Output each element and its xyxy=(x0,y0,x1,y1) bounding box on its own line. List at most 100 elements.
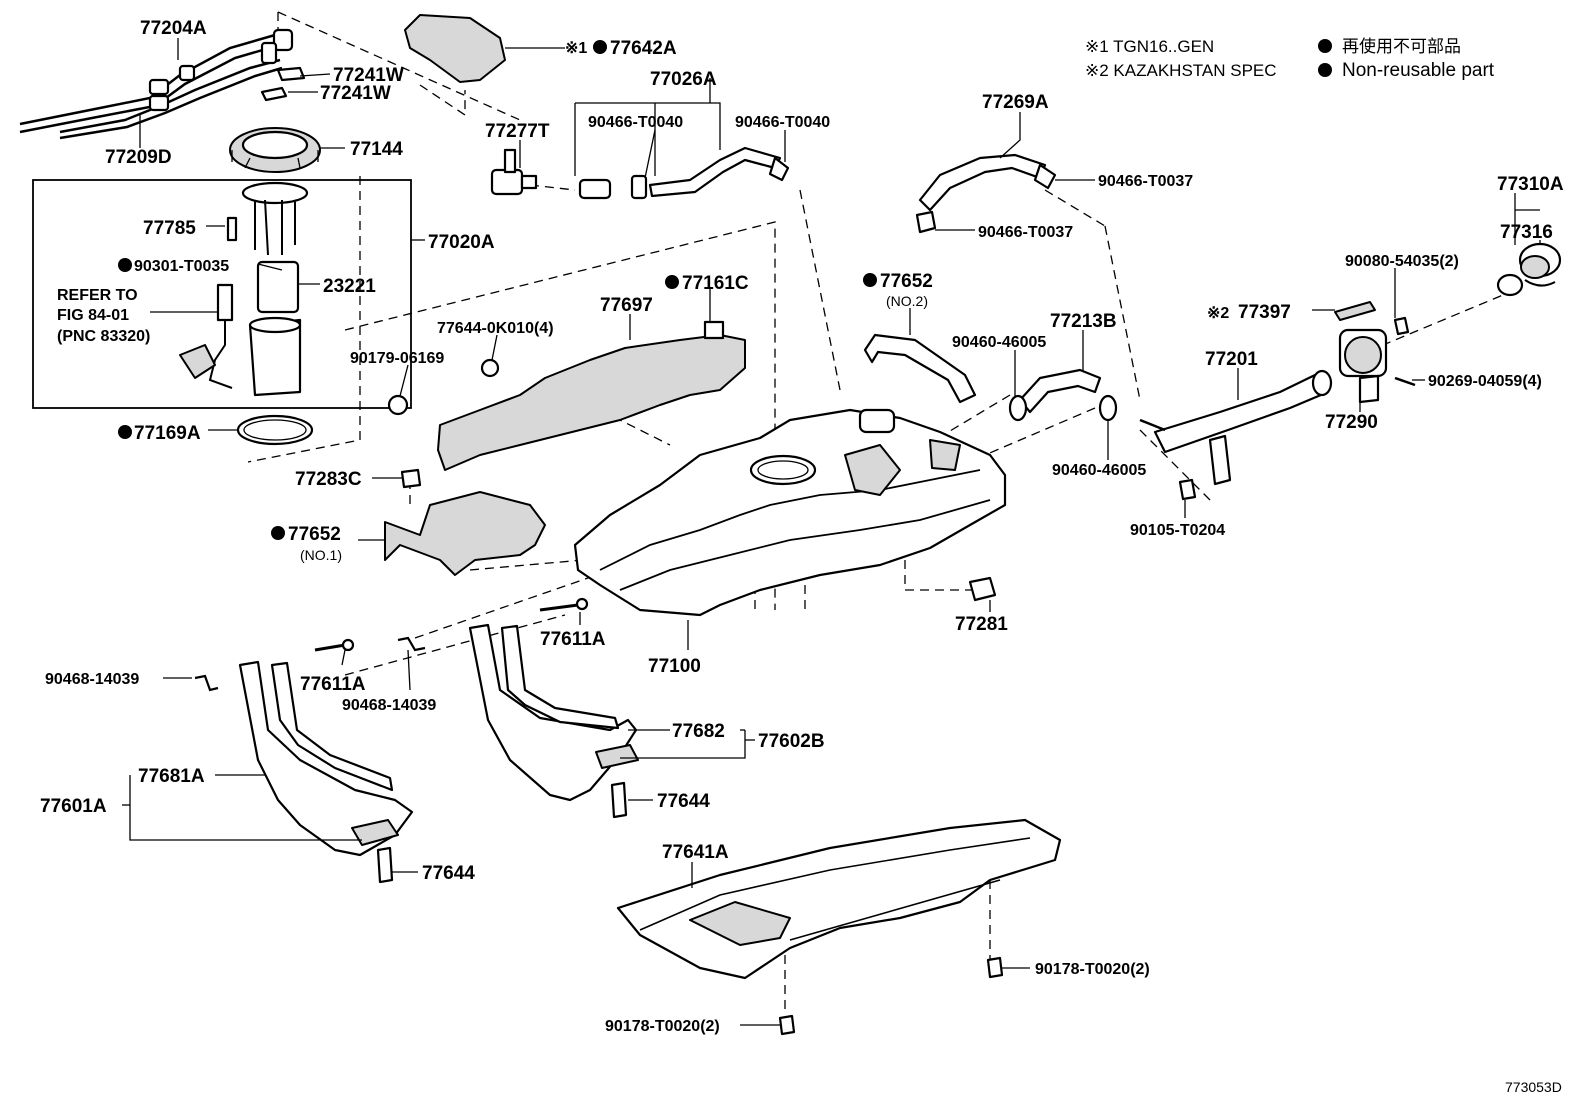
part-label-90269-04059[interactable]: 90269-04059(4) xyxy=(1428,373,1542,390)
part-sub-label-no1: (NO.1) xyxy=(300,547,342,563)
bolt-icon xyxy=(376,846,394,884)
part-label-90080-54035[interactable]: 90080-54035(2) xyxy=(1345,253,1459,270)
part-label-90468-14039-b[interactable]: 90468-14039 xyxy=(342,697,436,714)
part-label-90460-46005-b[interactable]: 90460-46005 xyxy=(1052,462,1146,479)
part-label-90468-14039-a[interactable]: 90468-14039 xyxy=(45,671,139,688)
part-label-77652-no2[interactable]: 77652 xyxy=(880,271,933,292)
part-label-77641A[interactable]: 77641A xyxy=(662,842,729,863)
screw-icon xyxy=(1393,316,1410,336)
breather-hose-icon xyxy=(918,153,1047,212)
part-label-77144[interactable]: 77144 xyxy=(350,139,403,160)
part-label-90105-T0204[interactable]: 90105-T0204 xyxy=(1130,522,1225,539)
figure-id: 773053D xyxy=(1505,1079,1562,1095)
part-label-77652-no1[interactable]: 77652 xyxy=(288,524,341,545)
refer-to-line-1: REFER TO xyxy=(57,287,138,304)
part-label-23221[interactable]: 23221 xyxy=(323,276,376,297)
note-2: ※2 KAZAKHSTAN SPEC xyxy=(1085,61,1277,80)
part-label-77682[interactable]: 77682 xyxy=(672,721,725,742)
part-label-77316[interactable]: 77316 xyxy=(1500,222,1553,243)
fuel-pump-cover-icon xyxy=(404,14,506,83)
clip-icon xyxy=(276,66,306,82)
part-label-90466-T0037-a[interactable]: 90466-T0037 xyxy=(1098,173,1193,190)
parts-illustrations xyxy=(19,14,1562,1036)
part-label-77209D[interactable]: 77209D xyxy=(105,147,172,168)
part-label-77290[interactable]: 77290 xyxy=(1325,412,1378,433)
part-label-77601A[interactable]: 77601A xyxy=(40,796,107,817)
part-label-77611A-b[interactable]: 77611A xyxy=(300,674,366,695)
non-reusable-dot-icon xyxy=(1318,39,1332,53)
skid-plate-icon xyxy=(616,818,1062,980)
clip-icon xyxy=(260,86,288,102)
refer-to-line-3: (PNC 83320) xyxy=(57,328,150,345)
part-label-77283C[interactable]: 77283C xyxy=(295,469,362,490)
part-label-77642A[interactable]: 77642A xyxy=(610,38,677,59)
note-1: ※1 TGN16..GEN xyxy=(1085,37,1214,56)
part-label-77161C[interactable]: 77161C xyxy=(682,273,749,294)
refer-to-line-2: FIG 84-01 xyxy=(57,307,129,324)
part-label-90460-46005-a[interactable]: 90460-46005 xyxy=(952,334,1046,351)
part-label-77020A[interactable]: 77020A xyxy=(428,232,495,253)
non-reusable-dot-icon xyxy=(118,258,132,272)
part-label-77397[interactable]: 77397 xyxy=(1238,302,1291,323)
part-label-77281[interactable]: 77281 xyxy=(955,614,1008,635)
part-label-77644-a[interactable]: 77644 xyxy=(657,791,710,812)
non-reusable-dot-icon xyxy=(1318,63,1332,77)
part-label-90178-T0020-a[interactable]: 90178-T0020(2) xyxy=(1035,961,1150,978)
spec-mark-1: ※1 xyxy=(565,40,587,57)
clip-icon xyxy=(387,394,409,416)
fuel-tank-protector-icon xyxy=(863,333,977,404)
fitting-icon xyxy=(400,468,422,489)
part-label-77169A[interactable]: 77169A xyxy=(134,423,201,444)
part-label-77201[interactable]: 77201 xyxy=(1205,349,1258,370)
part-label-77213B[interactable]: 77213B xyxy=(1050,311,1117,332)
clip-icon xyxy=(480,358,500,378)
non-reusable-dot-icon xyxy=(665,275,679,289)
filler-housing-icon xyxy=(1338,328,1388,404)
fuel-tank-protector-icon xyxy=(384,491,546,576)
part-sub-label-no2: (NO.2) xyxy=(886,293,928,309)
part-number-labels: 77204A 77241W 77241W 77209D 77144 77020A… xyxy=(40,18,1564,1035)
part-label-77785[interactable]: 77785 xyxy=(143,218,196,239)
leader-lines xyxy=(122,38,1541,1026)
check-valve-icon xyxy=(490,148,538,196)
part-label-90178-T0020-b[interactable]: 90178-T0020(2) xyxy=(605,1018,720,1035)
caution-label-icon xyxy=(1334,301,1376,321)
part-label-77310A[interactable]: 77310A xyxy=(1497,174,1564,195)
part-label-77204A[interactable]: 77204A xyxy=(140,18,207,39)
sender-gauge-icon xyxy=(179,283,234,389)
part-label-77681A[interactable]: 77681A xyxy=(138,766,205,787)
legend-jp: 再使用不可部品 xyxy=(1342,36,1461,56)
part-label-90466-T0040-b[interactable]: 90466-T0040 xyxy=(735,114,830,131)
nut-icon xyxy=(778,1014,796,1036)
retainer-ring-icon xyxy=(229,127,321,173)
part-label-77241W-a[interactable]: 77241W xyxy=(333,65,404,86)
legend-en: Non-reusable part xyxy=(1342,60,1495,81)
part-label-90466-T0040-a[interactable]: 90466-T0040 xyxy=(588,114,683,131)
clip-icon xyxy=(703,320,725,340)
part-label-77602B[interactable]: 77602B xyxy=(758,731,825,752)
spec-mark-2: ※2 xyxy=(1207,305,1229,322)
part-label-77269A[interactable]: 77269A xyxy=(982,92,1049,113)
part-label-77697[interactable]: 77697 xyxy=(600,295,653,316)
part-label-90301-T0035[interactable]: 90301-T0035 xyxy=(134,258,229,275)
part-label-77277T[interactable]: 77277T xyxy=(485,121,550,142)
part-label-77611A-a[interactable]: 77611A xyxy=(540,629,606,650)
nut-icon xyxy=(986,956,1004,979)
part-label-77026A[interactable]: 77026A xyxy=(650,69,717,90)
part-label-77241W-b[interactable]: 77241W xyxy=(320,83,391,104)
fuel-tank-icon xyxy=(573,408,1007,617)
part-label-77100[interactable]: 77100 xyxy=(648,656,701,677)
part-label-77644-b[interactable]: 77644 xyxy=(422,863,475,884)
fuel-cap-icon xyxy=(1496,242,1562,297)
part-label-90179-06169[interactable]: 90179-06169 xyxy=(350,350,444,367)
heat-insulator-icon xyxy=(437,334,746,471)
part-label-90466-T0037-b[interactable]: 90466-T0037 xyxy=(978,224,1073,241)
non-reusable-dot-icon xyxy=(863,273,877,287)
fitting-icon xyxy=(968,576,997,602)
fuel-tank-band-icon xyxy=(238,660,414,857)
part-label-77644-0K010[interactable]: 77644-0K010(4) xyxy=(437,320,554,337)
non-reusable-dot-icon xyxy=(593,40,607,54)
fuel-tank-band-icon xyxy=(468,623,639,802)
bolt-icon xyxy=(610,781,628,819)
